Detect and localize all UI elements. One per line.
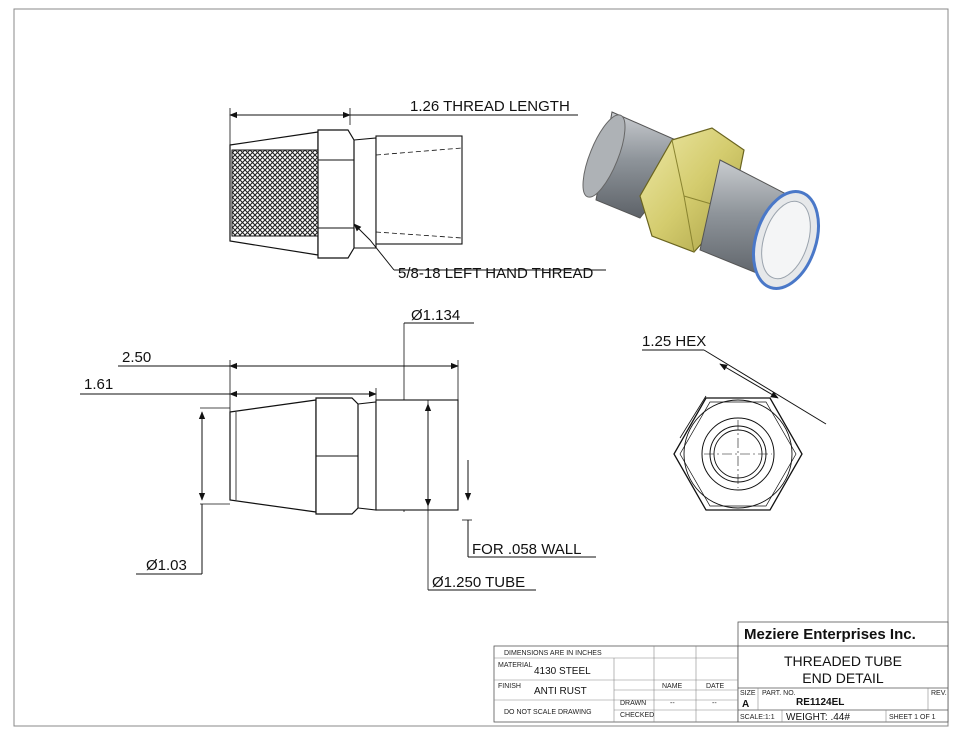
wall-note-label: FOR .058 WALL bbox=[472, 541, 581, 558]
hex-outline bbox=[673, 397, 803, 511]
title-block: DIMENSIONS ARE IN INCHES MATERIAL 4130 S… bbox=[493, 621, 949, 723]
date-header: DATE bbox=[706, 683, 724, 690]
drawing-title-line2: END DETAIL bbox=[802, 670, 884, 686]
rev-label: REV. bbox=[931, 690, 947, 697]
size-value: A bbox=[742, 699, 749, 710]
overall-length-label: 2.50 bbox=[122, 349, 151, 366]
finish-label: FINISH bbox=[498, 683, 521, 690]
dimensions-note: DIMENSIONS ARE IN INCHES bbox=[504, 650, 602, 657]
part-no-label: PART. NO. bbox=[762, 690, 796, 697]
bottom-side-view: Ø1.134 2.50 1.61 Ø1.250 TUBE FOR .058 bbox=[80, 307, 596, 591]
name-header: NAME bbox=[662, 683, 683, 690]
material-label: MATERIAL bbox=[498, 662, 533, 669]
drawn-name: -- bbox=[670, 700, 675, 707]
thread-note-leader bbox=[353, 223, 395, 271]
drawing-title-line1: THREADED TUBE bbox=[784, 653, 902, 669]
taper-length-label: 1.61 bbox=[84, 376, 113, 393]
sheet-number: SHEET 1 OF 1 bbox=[889, 714, 936, 721]
isometric-view bbox=[582, 111, 820, 290]
hex-diameter-label: Ø1.134 bbox=[411, 307, 460, 324]
end-diameter-label: Ø1.03 bbox=[146, 557, 187, 574]
material-value: 4130 STEEL bbox=[534, 666, 591, 677]
drawn-date: -- bbox=[712, 700, 717, 707]
thread-note-label: 5/8-18 LEFT HAND THREAD bbox=[398, 265, 594, 282]
do-not-scale-note: DO NOT SCALE DRAWING bbox=[504, 709, 592, 716]
drawn-label: DRAWN bbox=[620, 700, 646, 707]
tube-diameter-label: Ø1.250 TUBE bbox=[432, 574, 525, 591]
weight-value: WEIGHT: .44# bbox=[786, 712, 850, 723]
checked-label: CHECKED bbox=[620, 712, 654, 719]
company-name: Meziere Enterprises Inc. bbox=[744, 626, 916, 643]
size-label: SIZE bbox=[740, 690, 756, 697]
finish-value: ANTI RUST bbox=[534, 686, 587, 697]
top-side-view: 1.26 THREAD LENGTH 5/8-18 LEFT HAND THRE… bbox=[229, 98, 606, 282]
scale-value: SCALE:1:1 bbox=[740, 714, 775, 721]
end-view: 1.25 HEX bbox=[642, 333, 827, 511]
part-no-value: RE1124EL bbox=[796, 697, 844, 708]
thread-length-label: 1.26 THREAD LENGTH bbox=[410, 98, 570, 115]
hex-size-label: 1.25 HEX bbox=[642, 333, 706, 350]
sheet-border bbox=[13, 8, 949, 727]
